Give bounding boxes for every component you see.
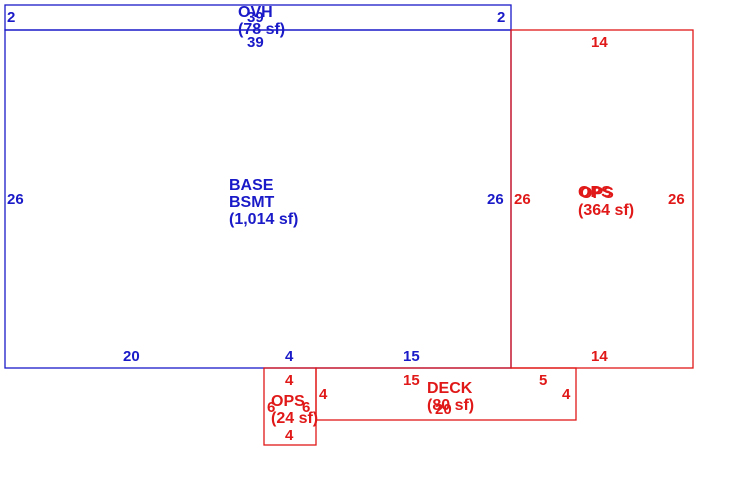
base-dim-bottom-right: 15 (403, 348, 420, 365)
ops-right-outline (510, 29, 694, 369)
base-code: BASE (229, 177, 274, 194)
deck-dim-right: 4 (562, 386, 571, 403)
ops-right-area: (364 sf) (578, 202, 634, 219)
base-dim-left: 26 (7, 191, 24, 208)
ovh-dim-bottom: 39 (247, 34, 264, 51)
deck-code: DECK (427, 380, 473, 397)
ops-small-area: (24 sf) (271, 410, 318, 427)
deck-dim-top-right: 5 (539, 372, 547, 389)
base-dim-right: 26 (487, 191, 504, 208)
ops-small-dim-right: 6 (302, 399, 310, 416)
ovh-code: OVH (238, 4, 273, 21)
base-dim-bottom-left: 20 (123, 348, 140, 365)
ops-right-dim-bottom: 14 (591, 348, 608, 365)
ovh-dim-left: 2 (7, 9, 15, 26)
ops-small-dim-top: 4 (285, 372, 294, 389)
ops-right-code: OPS (578, 184, 612, 201)
base-name: BSMT (229, 194, 275, 211)
ops-right-dim-right: 26 (668, 191, 685, 208)
base-dim-bottom-mid: 4 (285, 348, 294, 365)
ops-small-dim-bottom: 4 (285, 427, 294, 444)
deck-dim-top-left: 15 (403, 372, 420, 389)
base-area: (1,014 sf) (229, 211, 298, 228)
ops-right-dim-top: 14 (591, 34, 608, 51)
deck-dim-bottom: 20 (435, 401, 452, 418)
ovh-dim-top: 39 (247, 9, 264, 26)
ops-small-dim-left: 6 (267, 399, 275, 416)
deck-outline (315, 367, 577, 421)
ops-right-dim-left: 26 (514, 191, 531, 208)
ops-right-name: OPS (580, 185, 614, 202)
ovh-dim-right: 2 (497, 9, 505, 26)
deck-area: (80 sf) (427, 397, 474, 414)
deck-dim-left: 4 (319, 386, 328, 403)
ops-small-code: OPS (271, 393, 305, 410)
